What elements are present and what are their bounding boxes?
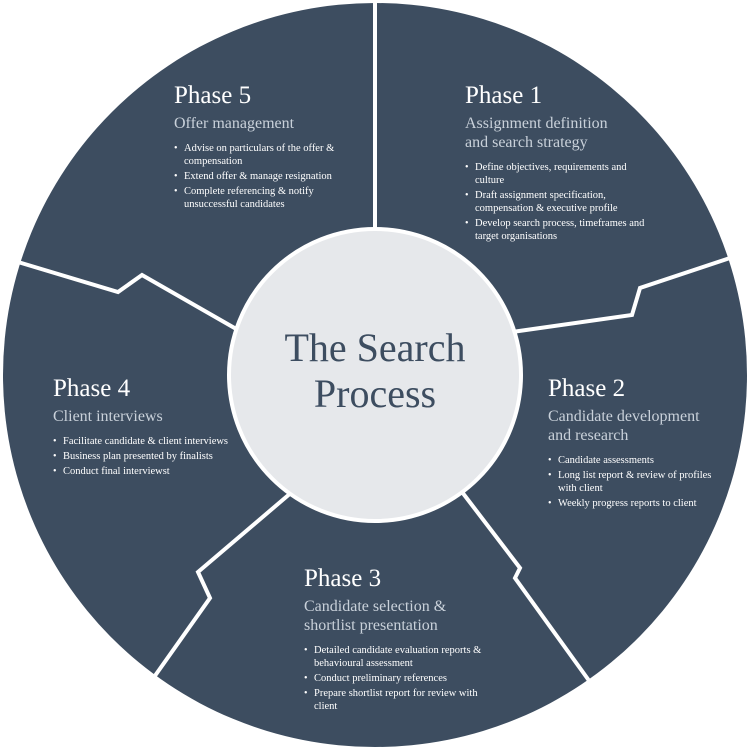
phase-title: Phase 4 [53,375,131,402]
center-title: The Search Process [230,325,520,417]
phase-title: Phase 3 [304,565,382,592]
phase-1: Phase 1 Assignment definition and search… [465,82,647,245]
phase-bullets: Candidate assessments Long list report &… [548,454,718,510]
center-hub [227,227,523,523]
phase-title: Phase 2 [548,375,626,402]
phase-bullets: Define objectives, requirements and cult… [465,161,647,243]
center-title-line1: The Search [284,325,466,370]
phase-subtitle: Client interviews [53,408,163,425]
bullet-item: Advise on particulars of the offer & com… [174,142,350,168]
bullet-item: Develop search process, timeframes and t… [465,217,647,243]
divider-phase4-phase5 [17,260,239,332]
phase-4: Phase 4 Client interviews Facilitate can… [53,375,243,480]
bullet-item: Facilitate candidate & client interviews [53,435,243,448]
phase-bullets: Advise on particulars of the offer & com… [174,142,350,211]
segment-dividers [17,0,731,684]
bullet-item: Conduct preliminary references [304,672,494,685]
bullet-item: Detailed candidate evaluation reports & … [304,644,494,670]
bullet-item: Draft assignment specification, compensa… [465,189,647,215]
bullet-item: Business plan presented by finalists [53,450,243,463]
bullet-item: Candidate assessments [548,454,718,467]
bullet-item: Conduct final interviewst [53,465,243,478]
divider-phase3-phase4 [150,490,294,682]
bullet-item: Weekly progress reports to client [548,497,718,510]
bullet-item: Complete referencing & notify unsuccessf… [174,185,350,211]
phase-subtitle: Candidate development and research [548,408,700,444]
divider-phase2-phase3 [460,490,592,684]
divider-phase1-phase2 [511,256,731,334]
bullet-item: Long list report & review of profiles wi… [548,469,718,495]
phase-subtitle: Offer management [174,115,295,132]
bullet-item: Extend offer & manage resignation [174,170,350,183]
center-title-line2: Process [313,371,437,416]
phase-subtitle: Candidate selection & shortlist presenta… [304,598,447,634]
phase-3: Phase 3 Candidate selection & shortlist … [304,565,494,715]
phase-bullets: Facilitate candidate & client interviews… [53,435,243,478]
phase-5: Phase 5 Offer management Advise on parti… [174,82,350,213]
bullet-item: Define objectives, requirements and cult… [465,161,647,187]
phase-subtitle: Assignment definition and search strateg… [465,115,608,151]
bullet-item: Prepare shortlist report for review with… [304,687,494,713]
phase-2: Phase 2 Candidate development and resear… [548,375,718,512]
phase-title: Phase 1 [465,82,543,109]
phase-bullets: Detailed candidate evaluation reports & … [304,644,494,713]
phase-title: Phase 5 [174,82,252,109]
